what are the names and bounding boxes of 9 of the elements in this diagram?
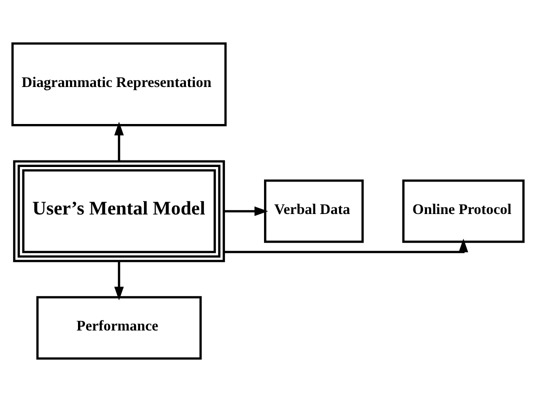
arrow <box>224 238 468 253</box>
node-box: Diagrammatic Representation <box>11 42 227 126</box>
node-box: Online Protocol <box>402 178 525 242</box>
arrow <box>114 260 124 300</box>
node-box: User’s Mental Model <box>13 160 225 262</box>
arrow <box>224 206 268 216</box>
arrow <box>114 121 124 161</box>
node-box: Performance <box>36 296 202 360</box>
node-box: Verbal Data <box>264 178 364 242</box>
